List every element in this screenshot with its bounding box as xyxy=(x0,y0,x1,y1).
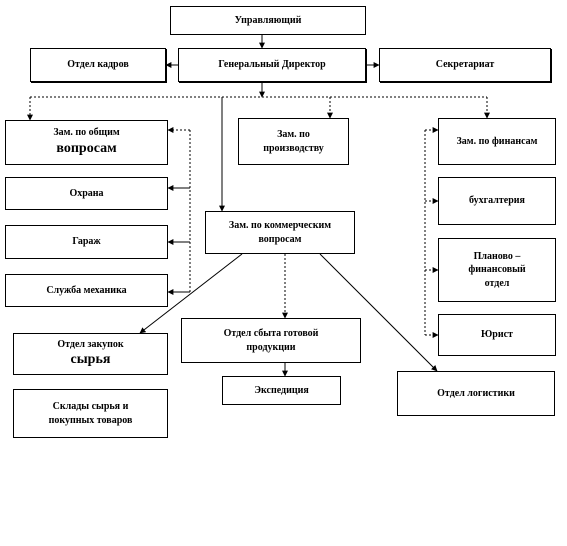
node-deputy-finance-label: Зам. по финансам xyxy=(456,135,538,147)
node-deputy-general-line2: вопросам xyxy=(56,140,117,156)
node-warehouses-label: Склады сырья и покупных товаров xyxy=(48,401,133,426)
node-garage-label: Гараж xyxy=(72,236,101,248)
node-mechanic-label: Служба механика xyxy=(46,284,127,296)
node-accounting-label: бухгалтерия xyxy=(469,195,525,207)
wire-commercial-logistics xyxy=(319,253,438,372)
node-purchasing-line2: сырья xyxy=(70,352,111,368)
node-deputy-commercial-label: Зам. по коммерческим вопросам xyxy=(228,220,332,245)
node-lawyer-label: Юрист xyxy=(481,329,513,341)
node-mechanic: Служба механика xyxy=(5,274,168,307)
node-purchasing: Отдел закупок сырья xyxy=(13,333,168,375)
node-logistics-label: Отдел логистики xyxy=(437,387,515,399)
node-expedition-label: Экспедиция xyxy=(254,384,309,396)
wire-commercial-purchasing xyxy=(139,253,243,334)
node-secretariat-label: Секретариат xyxy=(435,59,495,71)
node-garage: Гараж xyxy=(5,225,168,259)
node-accounting: бухгалтерия xyxy=(438,177,556,225)
node-security-label: Охрана xyxy=(69,187,104,199)
node-expedition: Экспедиция xyxy=(222,376,341,405)
node-deputy-general: Зам. по общим вопросам xyxy=(5,120,168,165)
node-secretariat: Секретариат xyxy=(379,48,551,82)
node-deputy-production: Зам. по производству xyxy=(238,118,349,165)
node-hr-label: Отдел кадров xyxy=(67,59,129,71)
node-planning-finance: Планово – финансовый отдел xyxy=(438,238,556,302)
node-deputy-commercial: Зам. по коммерческим вопросам xyxy=(205,211,355,254)
node-planning-finance-label: Планово – финансовый отдел xyxy=(468,250,526,289)
node-purchasing-line1: Отдел закупок xyxy=(57,338,124,350)
node-logistics: Отдел логистики xyxy=(397,371,555,416)
node-deputy-finance: Зам. по финансам xyxy=(438,118,556,165)
node-management: Управляющий xyxy=(170,6,366,35)
node-warehouses: Склады сырья и покупных товаров xyxy=(13,389,168,438)
node-lawyer: Юрист xyxy=(438,314,556,356)
node-general-director-label: Генеральный Директор xyxy=(218,59,326,71)
node-deputy-production-label: Зам. по производству xyxy=(263,129,324,154)
node-security: Охрана xyxy=(5,177,168,210)
node-management-label: Управляющий xyxy=(234,14,302,26)
node-deputy-general-line1: Зам. по общим xyxy=(53,127,120,139)
node-sales: Отдел сбыта готовой продукции xyxy=(181,318,361,363)
node-hr: Отдел кадров xyxy=(30,48,166,82)
node-sales-label: Отдел сбыта готовой продукции xyxy=(223,328,319,353)
node-general-director: Генеральный Директор xyxy=(178,48,366,82)
